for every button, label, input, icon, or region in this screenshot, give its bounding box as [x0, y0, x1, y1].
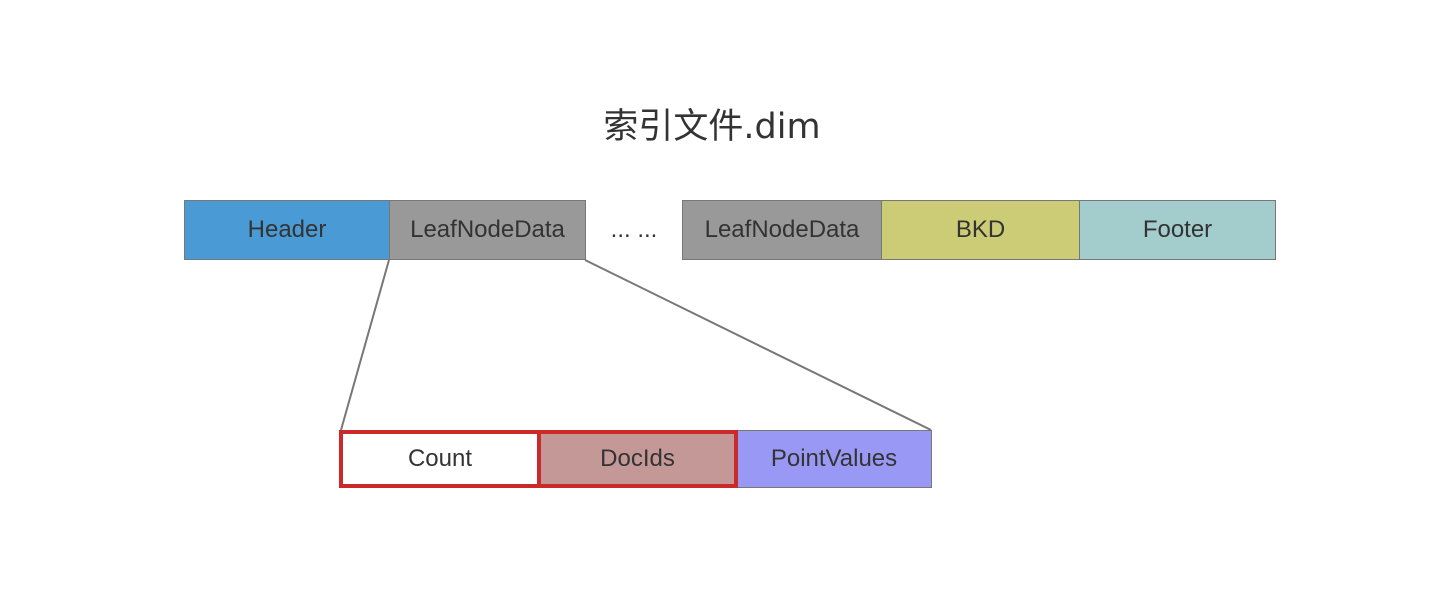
- bkd-block-label: BKD: [955, 216, 1006, 243]
- ellipsis: ... ...: [586, 200, 682, 260]
- footer-block: Footer: [1079, 200, 1276, 260]
- diagram-title: 索引文件.dim: [603, 107, 821, 147]
- header-block: Header: [184, 200, 390, 260]
- leaf-node-data-block-last: LeafNodeData: [682, 200, 882, 260]
- connector-line-left: [340, 259, 390, 431]
- doc-ids-block-label: DocIds: [600, 445, 675, 472]
- ellipsis-label: ... ...: [610, 216, 658, 243]
- count-block-label: Count: [407, 445, 473, 472]
- bkd-block: BKD: [881, 200, 1080, 260]
- header-block-label: Header: [247, 216, 327, 243]
- leaf-node-data-block-first-label: LeafNodeData: [410, 216, 565, 243]
- leaf-node-data-block-last-label: LeafNodeData: [704, 216, 860, 243]
- point-values-block-label: PointValues: [770, 445, 898, 472]
- leaf-node-data-block-first: LeafNodeData: [389, 200, 586, 260]
- connector-line-right: [584, 259, 932, 431]
- footer-block-label: Footer: [1142, 216, 1213, 243]
- doc-ids-block: DocIds: [537, 430, 738, 488]
- point-values-block: PointValues: [736, 430, 932, 488]
- count-block: Count: [339, 430, 541, 488]
